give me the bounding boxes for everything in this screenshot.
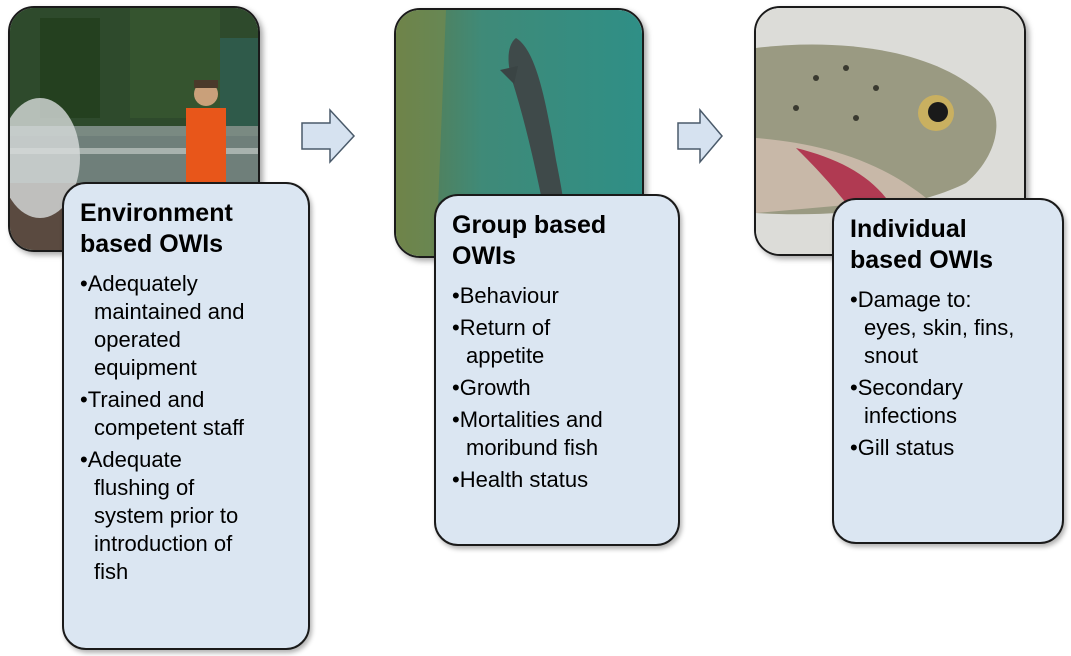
list-item: Behaviour (452, 282, 666, 310)
list-item: Growth (452, 374, 666, 402)
list-item: Adequate flushing of system prior to int… (80, 446, 296, 586)
owi-list: Damage to: eyes, skin, fins, snout Secon… (850, 286, 1050, 462)
card-title: Individual based OWIs (850, 215, 994, 274)
list-item: Mortalities and moribund fish (452, 406, 666, 462)
individual-owi-card: Individual based OWIs Damage to: eyes, s… (832, 198, 1064, 544)
group-owi-card: Group based OWIs Behaviour Return of app… (434, 194, 680, 546)
list-item: Health status (452, 466, 666, 494)
environment-owi-card: Environment based OWIs Adequately mainta… (62, 182, 310, 650)
card-title: Environment based OWIs (80, 199, 233, 258)
arrow-right-icon (677, 108, 723, 164)
list-item: Gill status (850, 434, 1050, 462)
owi-list: Behaviour Return of appetite Growth Mort… (452, 282, 666, 494)
list-item: Trained and competent staff (80, 386, 296, 442)
list-item: Return of appetite (452, 314, 666, 370)
list-item: Adequately maintained and operated equip… (80, 270, 296, 382)
arrow-right-icon (301, 108, 356, 164)
owi-list: Adequately maintained and operated equip… (80, 270, 296, 586)
card-title: Group based OWIs (452, 211, 607, 270)
list-item: Damage to: eyes, skin, fins, snout (850, 286, 1050, 370)
list-item: Secondary infections (850, 374, 1050, 430)
